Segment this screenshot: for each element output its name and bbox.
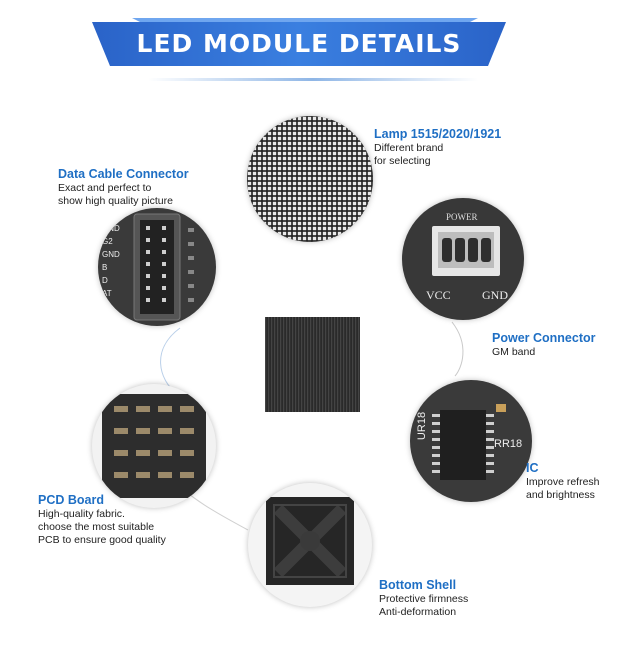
- lamp-line: for selecting: [374, 155, 431, 167]
- power-gnd-text: GND: [482, 288, 508, 302]
- pcb-heading: PCD Board: [38, 493, 104, 507]
- data-cable-heading: Data Cable Connector: [58, 167, 189, 181]
- bottom-shell-line: Protective firmness: [379, 593, 469, 605]
- power-connector-photo: POWER VCC GND: [402, 198, 524, 320]
- pcb-label: PCD Board High-quality fabric. choose th…: [38, 492, 166, 547]
- pin-label: D: [102, 276, 108, 285]
- lamp-heading: Lamp 1515/2020/1921: [374, 127, 502, 141]
- title-underline: [148, 78, 478, 81]
- ic-line: and brightness: [526, 489, 595, 501]
- pin-label: AT: [102, 289, 112, 298]
- power-heading: Power Connector: [492, 331, 596, 345]
- lamp-line: Different brand: [374, 142, 444, 154]
- bottom-shell-label: Bottom Shell Protective firmness Anti-de…: [379, 577, 468, 619]
- pcb-line: choose the most suitable: [38, 521, 155, 533]
- bottom-shell-heading: Bottom Shell: [379, 578, 457, 592]
- ic-heading: IC: [526, 461, 539, 475]
- power-socket: [432, 226, 500, 276]
- bottom-shell-photo: [248, 483, 372, 607]
- power-vcc-text: VCC: [426, 288, 451, 302]
- lamp-photo: [247, 116, 373, 242]
- pin-label: GND: [102, 250, 120, 259]
- pin-label: G2: [102, 237, 113, 246]
- led-panel-surface: [265, 317, 360, 412]
- lamp-label: Lamp 1515/2020/1921 Different brand for …: [374, 126, 501, 168]
- bottom-shell: [266, 497, 354, 585]
- power-label: Power Connector GM band: [492, 330, 596, 359]
- pcb-line: PCB to ensure good quality: [38, 534, 166, 546]
- data-cable-line: Exact and perfect to: [58, 182, 152, 194]
- pcb-board: [102, 394, 206, 498]
- ribbon-header: [133, 213, 194, 321]
- pcb-line: High-quality fabric.: [38, 508, 125, 520]
- ic-photo: UR18 RR18: [410, 380, 532, 502]
- pin-label: GND: [102, 224, 120, 233]
- pin-label: B: [102, 263, 108, 272]
- ic-line: Improve refresh: [526, 476, 600, 488]
- bottom-shell-line: Anti-deformation: [379, 606, 457, 618]
- banner-shape: [92, 18, 506, 66]
- data-pin-labels: GND G2 GND B D AT: [102, 222, 124, 300]
- ic-label: IC Improve refresh and brightness: [526, 460, 600, 502]
- title-banner: LED MODULE DETAILS: [92, 18, 506, 70]
- power-line: GM band: [492, 346, 536, 358]
- data-cable-photo: GND G2 GND B D AT: [98, 208, 216, 326]
- ic-right-text: RR18: [494, 438, 523, 450]
- data-cable-label: Data Cable Connector Exact and perfect t…: [58, 166, 189, 208]
- page-title: LED MODULE DETAILS: [136, 29, 462, 58]
- ic-chip: [432, 404, 506, 480]
- ic-left-text: UR18: [416, 411, 429, 441]
- data-cable-line: show high quality picture: [58, 195, 173, 207]
- pcb-photo: [92, 384, 216, 508]
- led-dot-matrix: [247, 116, 373, 242]
- power-title-text: POWER: [446, 212, 478, 222]
- led-panel-photo: [265, 317, 360, 412]
